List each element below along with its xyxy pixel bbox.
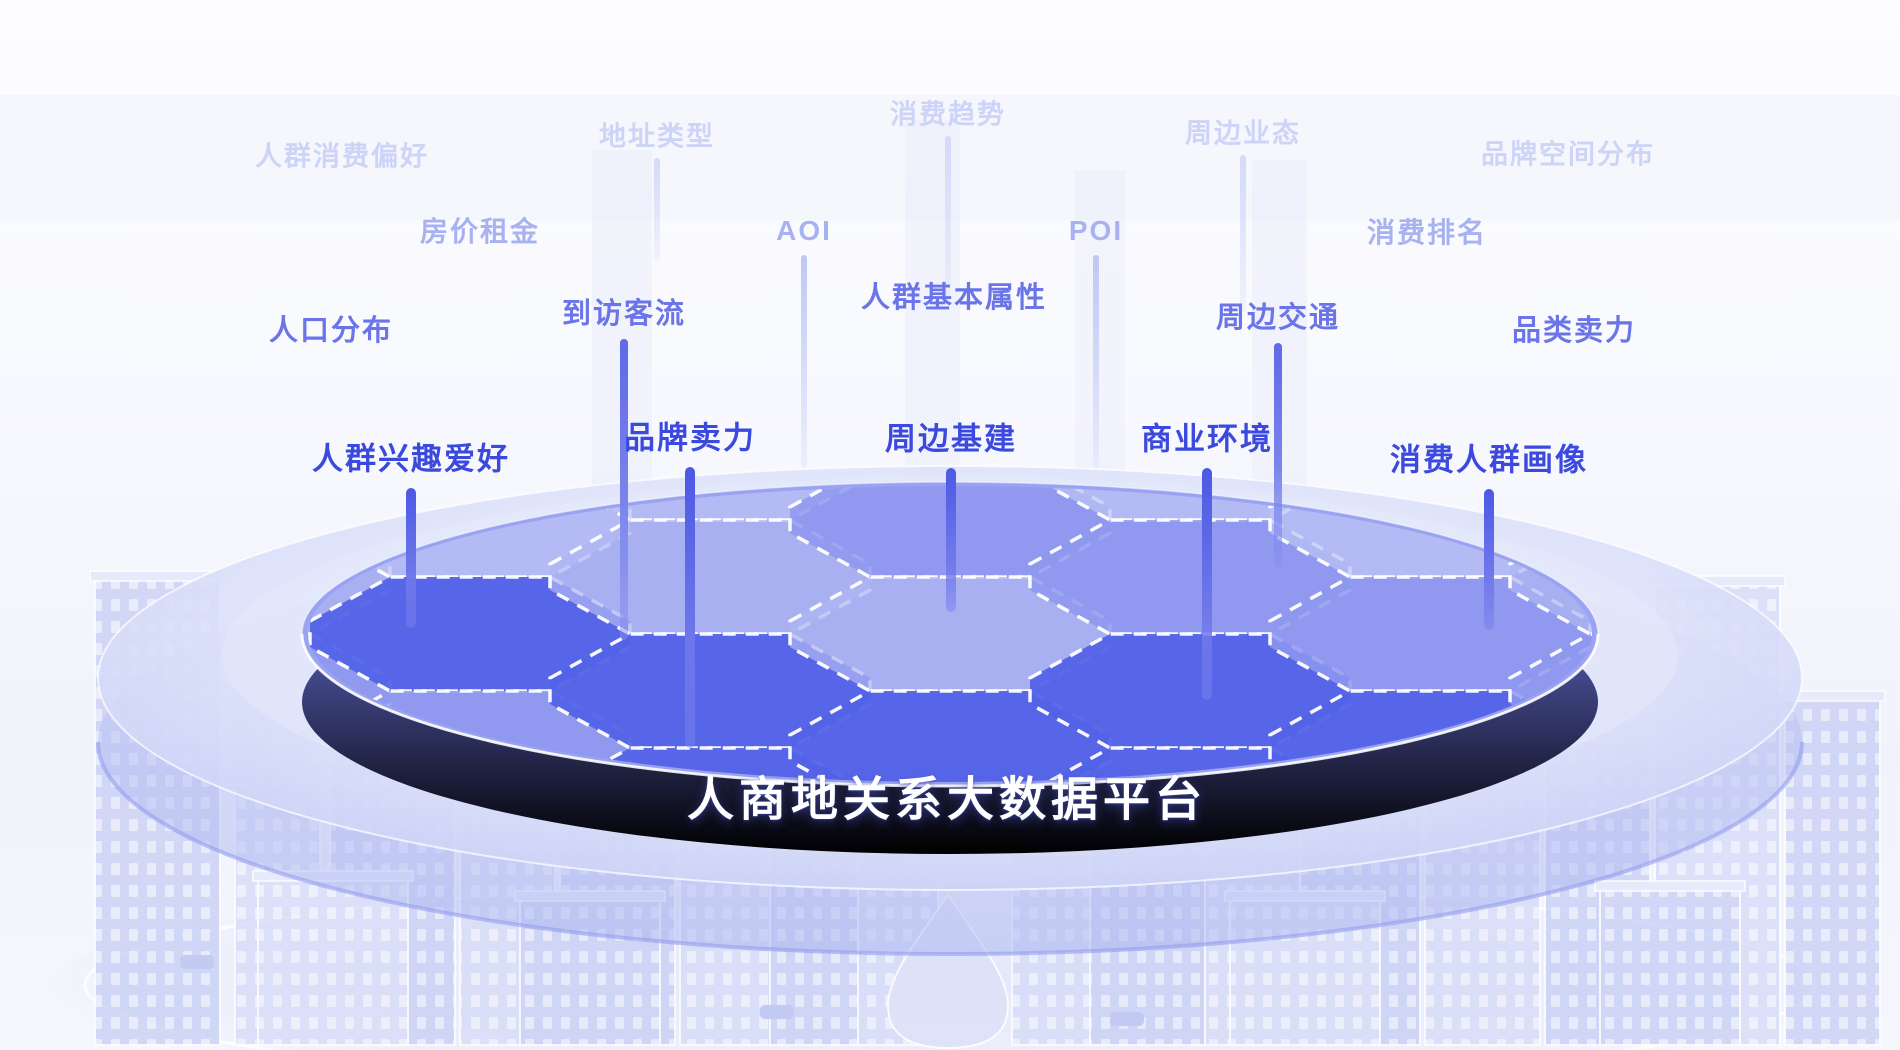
car [180, 955, 214, 969]
data-label: 人群消费偏好 [255, 141, 429, 172]
label-stem [1093, 255, 1099, 468]
data-label: 地址类型 [599, 121, 715, 152]
data-label: 人口分布 [268, 315, 394, 347]
label-stem [945, 136, 951, 300]
car [1110, 1012, 1144, 1026]
building [252, 870, 414, 1046]
data-label: 到访客流 [561, 298, 687, 330]
data-label: 周边业态 [1185, 118, 1301, 149]
data-label: 消费排名 [1366, 217, 1488, 248]
data-label: 商业环境 [1141, 421, 1273, 457]
label-stem [1484, 489, 1494, 630]
data-label: 周边基建 [885, 421, 1017, 457]
data-label: 人群基本属性 [860, 282, 1048, 314]
car [760, 1005, 794, 1019]
data-label: 品类卖力 [1511, 315, 1637, 347]
data-label: 消费人群画像 [1390, 442, 1588, 478]
data-label: AOI [776, 215, 832, 246]
label-stem [654, 158, 660, 262]
label-stem [620, 339, 628, 640]
label-stem [1274, 343, 1282, 568]
data-label: 品牌空间分布 [1481, 139, 1655, 170]
label-stem [946, 468, 956, 612]
data-label: POI [1068, 215, 1124, 246]
building [1594, 880, 1746, 1046]
label-stem [685, 467, 695, 748]
label-stem [1202, 468, 1212, 700]
data-label: 品牌卖力 [624, 420, 756, 456]
label-stem [801, 255, 807, 468]
label-stem [1240, 155, 1246, 312]
data-label: 人群兴趣爱好 [312, 441, 510, 477]
data-label: 消费趋势 [890, 99, 1006, 130]
data-label: 周边交通 [1215, 302, 1341, 334]
dome-spire-building [886, 893, 1010, 1050]
platform-title: 人商地关系大数据平台 [687, 772, 1207, 826]
label-stem [406, 488, 416, 628]
data-label: 房价租金 [419, 216, 541, 247]
